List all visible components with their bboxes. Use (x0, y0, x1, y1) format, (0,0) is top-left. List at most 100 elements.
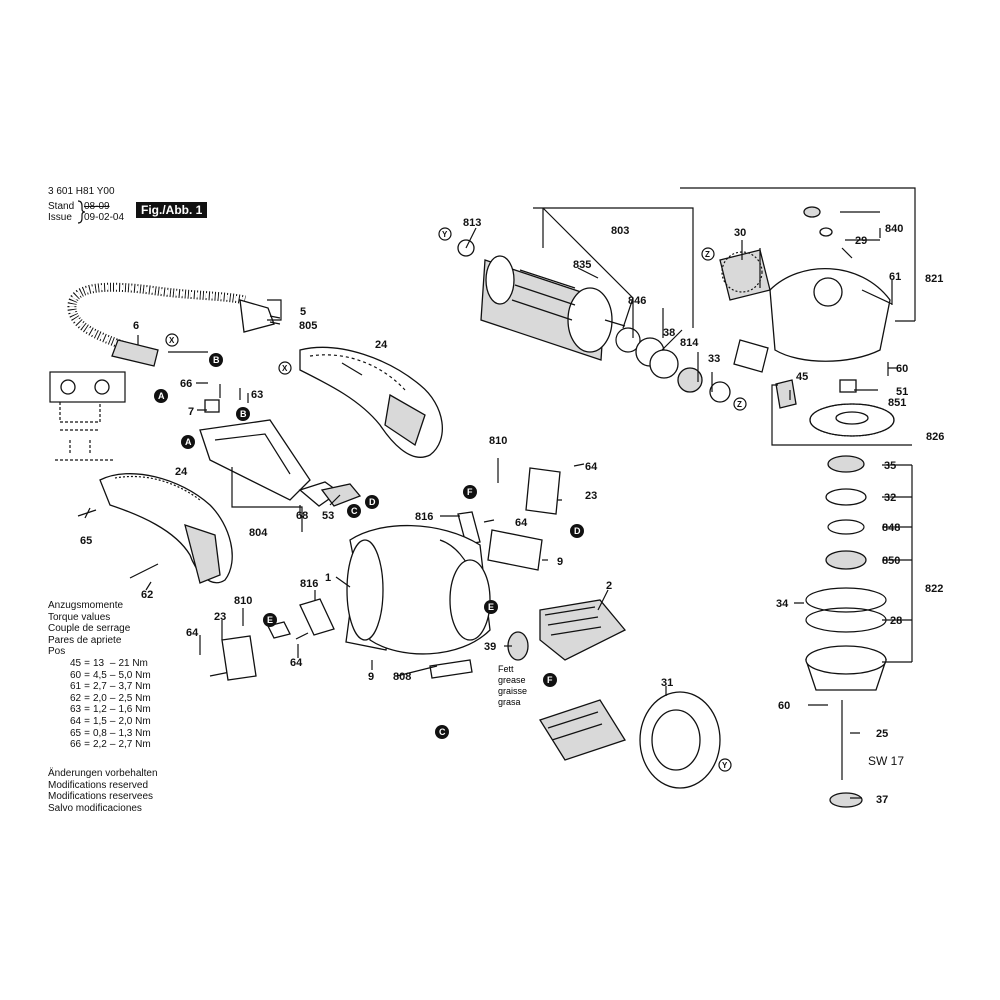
torque-cell-sep: – (109, 657, 116, 669)
note-fr: Modifications reservees (48, 791, 154, 803)
part-61: 61 (889, 271, 901, 283)
header-brace (77, 200, 86, 224)
torque-row: 66=2,2–2,7 Nm (48, 739, 154, 751)
armature (457, 239, 626, 361)
part-35: 35 (884, 460, 896, 472)
marker-a-2 (181, 435, 195, 449)
part-808: 808 (393, 671, 411, 683)
torque-cell-max: 2,5 Nm (118, 692, 151, 704)
torque-cell-eq: = (84, 681, 90, 693)
torque-cell-eq: = (84, 704, 90, 716)
torque-cell-sep: – (109, 692, 116, 704)
bevel-gear-pinion (719, 249, 771, 301)
power-cord-assembly (67, 282, 281, 367)
marker-x-2 (278, 361, 292, 375)
part-24-top: 24 (375, 339, 388, 351)
part-850: 850 (882, 555, 900, 567)
part-9-bottom: 9 (368, 671, 374, 683)
part-31: 31 (661, 677, 673, 689)
connection-markers: A A B B C C D D E E F F X (154, 227, 747, 772)
torque-row: 60=4,5–5,0 Nm (48, 670, 154, 682)
torque-cell-pos: 61 (70, 681, 82, 693)
torque-cell-pos: 45 (70, 657, 82, 669)
rear-handle-bottom (99, 473, 233, 584)
torque-cell-max: 2,0 Nm (118, 715, 151, 727)
modification-notes: Änderungen vorbehalten Modifications res… (48, 768, 158, 814)
part-851: 851 (888, 397, 906, 409)
torque-cell-max: 21 Nm (118, 657, 148, 669)
torque-cell-pos: 64 (70, 715, 82, 727)
torque-cell-sep: – (109, 727, 116, 739)
part-64-left: 64 (290, 657, 303, 669)
marker-z-1 (701, 247, 715, 261)
motor-housing (346, 524, 491, 655)
part-840: 840 (885, 223, 903, 235)
marker-c-1 (347, 504, 361, 518)
svg-text:D: D (574, 526, 581, 536)
note-en: Modifications reserved (48, 779, 149, 791)
torque-pos-label: Pos (48, 646, 66, 658)
stand-label: Stand (48, 201, 75, 212)
svg-text:E: E (267, 615, 273, 625)
svg-text:C: C (351, 506, 358, 516)
part-45: 45 (796, 371, 808, 383)
part-32: 32 (884, 492, 896, 504)
gear-housing (733, 267, 891, 373)
part-804: 804 (249, 527, 268, 539)
small-parts-840 (803, 206, 853, 259)
grease-note-es: grasa (498, 697, 521, 707)
torque-cell-eq: = (84, 669, 90, 681)
svg-text:Y: Y (442, 230, 448, 239)
torque-title-en: Torque values (48, 611, 111, 623)
part-29: 29 (855, 235, 867, 247)
part-23-top: 23 (585, 490, 597, 502)
svg-text:B: B (240, 409, 247, 419)
torque-title-de: Anzugsmomente (48, 600, 124, 611)
part-803: 803 (611, 225, 629, 237)
svg-text:A: A (185, 437, 192, 447)
part-821: 821 (925, 273, 943, 285)
part-60-lower: 60 (778, 700, 790, 712)
switch-assembly (199, 399, 362, 507)
torque-cell-eq: = (84, 657, 90, 669)
marker-d-1 (365, 495, 379, 509)
part-number-labels: 813 803 835 846 38 814 33 30 840 29 821 … (80, 217, 944, 806)
part-51: 51 (896, 386, 908, 398)
torque-cell-pos: 63 (70, 704, 82, 716)
torque-row: 45=13–21 Nm (48, 658, 154, 670)
marker-a-1 (154, 389, 168, 403)
svg-text:A: A (158, 391, 165, 401)
torque-cell-min: 4,5 (92, 669, 107, 681)
rear-handle-top (299, 346, 443, 458)
part-38: 38 (663, 327, 675, 339)
svg-text:E: E (488, 602, 494, 612)
part-813: 813 (463, 217, 481, 229)
svg-text:C: C (439, 727, 446, 737)
torque-cell-pos: 65 (70, 727, 82, 739)
part-65: 65 (80, 535, 92, 547)
marker-b-1 (209, 353, 223, 367)
part-822: 822 (925, 583, 943, 595)
old-date: 08-09 (84, 201, 110, 212)
marker-d-2 (570, 524, 584, 538)
gear-housing-screws (839, 289, 893, 393)
marker-x-1 (165, 333, 179, 347)
svg-text:X: X (169, 336, 175, 345)
torque-cell-eq: = (84, 715, 90, 727)
svg-text:Z: Z (705, 250, 710, 259)
marker-e-1 (263, 613, 277, 627)
part-805: 805 (299, 320, 317, 332)
part-37: 37 (876, 794, 888, 806)
part-826: 826 (926, 431, 944, 443)
part-60: 60 (896, 363, 908, 375)
torque-cell-sep: – (109, 704, 116, 716)
part-816-top: 816 (415, 511, 433, 523)
torque-cell-pos: 60 (70, 669, 82, 681)
marker-e-2 (484, 600, 498, 614)
spindle-stack (805, 455, 887, 808)
torque-title-es: Pares de apriete (48, 634, 122, 646)
grease-note-fr: graisse (498, 686, 527, 696)
svg-text:F: F (467, 487, 473, 497)
